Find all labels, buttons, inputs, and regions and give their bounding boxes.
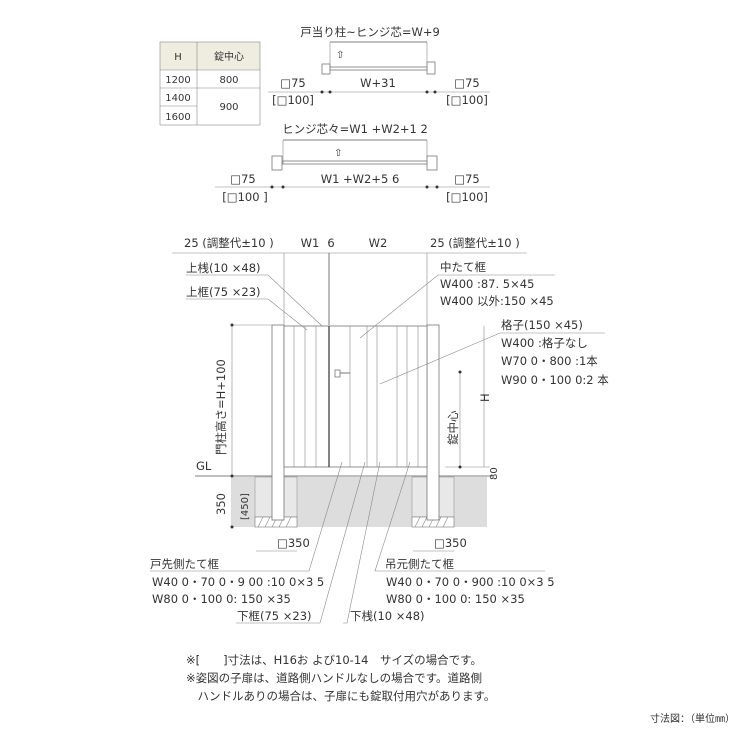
- hinge-stile-line1: W40 0・70 0・900 :10 0×3 5: [386, 575, 555, 589]
- open-arrow-icon: ⇧: [334, 148, 342, 159]
- h-label: H: [478, 393, 492, 402]
- bottom-frame-label: 下框(75 ×23): [237, 609, 312, 623]
- embed-alt-label: [450]: [240, 493, 251, 520]
- table-header-h: H: [174, 52, 182, 63]
- post-right: [426, 324, 440, 521]
- gap-label: 6: [327, 236, 334, 250]
- lattice-line3: W90 0・100 0:2 本: [501, 373, 609, 387]
- table-cell: 1200: [165, 75, 190, 86]
- plan2-left-post-alt: [□100 ]: [222, 190, 267, 204]
- left-adjust-label: 25 (調整代±10 ): [184, 236, 274, 250]
- plan2-title: ヒンジ芯々=W1 +W2+1 2: [282, 122, 428, 136]
- hinge-stile-title: 吊元側たて框: [385, 557, 454, 571]
- hinge-stile-line2: W80 0・100 0: 150 ×35: [386, 592, 525, 606]
- w2-label: W2: [369, 236, 388, 250]
- right-adjust-label: 25 (調整代±10 ): [430, 236, 520, 250]
- lattice-line2: W70 0・800 :1本: [501, 354, 598, 368]
- table-header-bg: [160, 42, 260, 70]
- latch-stile-title: 戸先側たて框: [150, 557, 219, 571]
- plan2-right-post: □75: [454, 172, 480, 186]
- mid-stile-line2: W400 以外:150 ×45: [440, 294, 554, 308]
- mid-stile-line1: W400 :87. 5×45: [440, 277, 534, 291]
- embed-label: 350: [214, 493, 228, 515]
- w1-label: W1: [301, 236, 320, 250]
- post-height-label: 門柱高さ=H+100: [214, 359, 228, 455]
- plan1-width: W+31: [360, 76, 396, 90]
- footing-left-label: □350: [277, 536, 310, 550]
- lock-center-table: H 錠中心 1200 800 1400 1600 900: [159, 41, 261, 126]
- lattice-line1: W400 :格子なし: [501, 336, 588, 350]
- bottom-rail-label: 下桟(10 ×48): [350, 609, 425, 623]
- table-cell-merged: 900: [219, 102, 238, 113]
- note-1: ※[ ]寸法は、H16お よび10-14 サイズの場合です。: [186, 653, 482, 667]
- latch-stile-line2: W80 0・100 0: 150 ×35: [152, 592, 291, 606]
- mid-stile-title: 中たて框: [440, 260, 486, 274]
- plan1-title: 戸当り柱~ヒンジ芯=W+9: [300, 25, 440, 39]
- lock-handle: [334, 369, 341, 378]
- notes: ※[ ]寸法は、H16お よび10-14 サイズの場合です。 ※姿図の子扉は、道…: [186, 653, 495, 703]
- table-cell: 1600: [165, 112, 190, 123]
- top-rail-label: 上桟(10 ×48): [186, 261, 261, 275]
- plan2-width: W1 +W2+5 6: [321, 172, 400, 186]
- note-3: ハンドルありの場合は、子扉にも錠取付用穴があります。: [186, 689, 495, 703]
- gl-label: GL: [196, 459, 212, 473]
- open-arrow-icon: ⇧: [336, 50, 344, 61]
- plan2-left-post: □75: [230, 172, 256, 186]
- post-left: [271, 324, 285, 521]
- plan1-left-post-alt: [□100]: [272, 93, 314, 107]
- plan1-left-post: □75: [280, 76, 306, 90]
- note-2: ※姿図の子扉は、道路側ハンドルなしの場合です。道路側: [186, 671, 482, 685]
- plan1-right-post: □75: [454, 76, 480, 90]
- plan2-right-post-alt: [□100]: [446, 190, 488, 204]
- caption: 寸法図：（単位㎜）: [650, 712, 735, 725]
- top-frame-label: 上框(75 ×23): [186, 285, 261, 299]
- plan1-right-post-alt: [□100]: [446, 93, 488, 107]
- table-header-lock: 錠中心: [214, 50, 244, 63]
- gate-panel: [283, 325, 428, 468]
- lattice-title: 格子(150 ×45): [501, 318, 583, 332]
- lock-center-label: 錠中心: [446, 410, 460, 445]
- elevation-view: 25 (調整代±10 ) W1 6 W2 25 (調整代±10 ) GL: [150, 236, 609, 624]
- table-cell: 800: [219, 75, 238, 86]
- table-cell: 1400: [165, 93, 190, 104]
- plan-view-double: ヒンジ芯々=W1 +W2+1 2 ⇧ W1 +W2+5 6 □75 [□100 …: [215, 122, 490, 204]
- plan-view-single: 戸当り柱~ヒンジ芯=W+9 ⇧ W+31 □75 [□100] □75 [□10…: [268, 25, 490, 107]
- latch-stile-line1: W40 0・70 0・9 00 :10 0×3 5: [152, 575, 324, 589]
- clearance-label: 80: [489, 467, 500, 480]
- footing-right-label: □350: [434, 536, 467, 550]
